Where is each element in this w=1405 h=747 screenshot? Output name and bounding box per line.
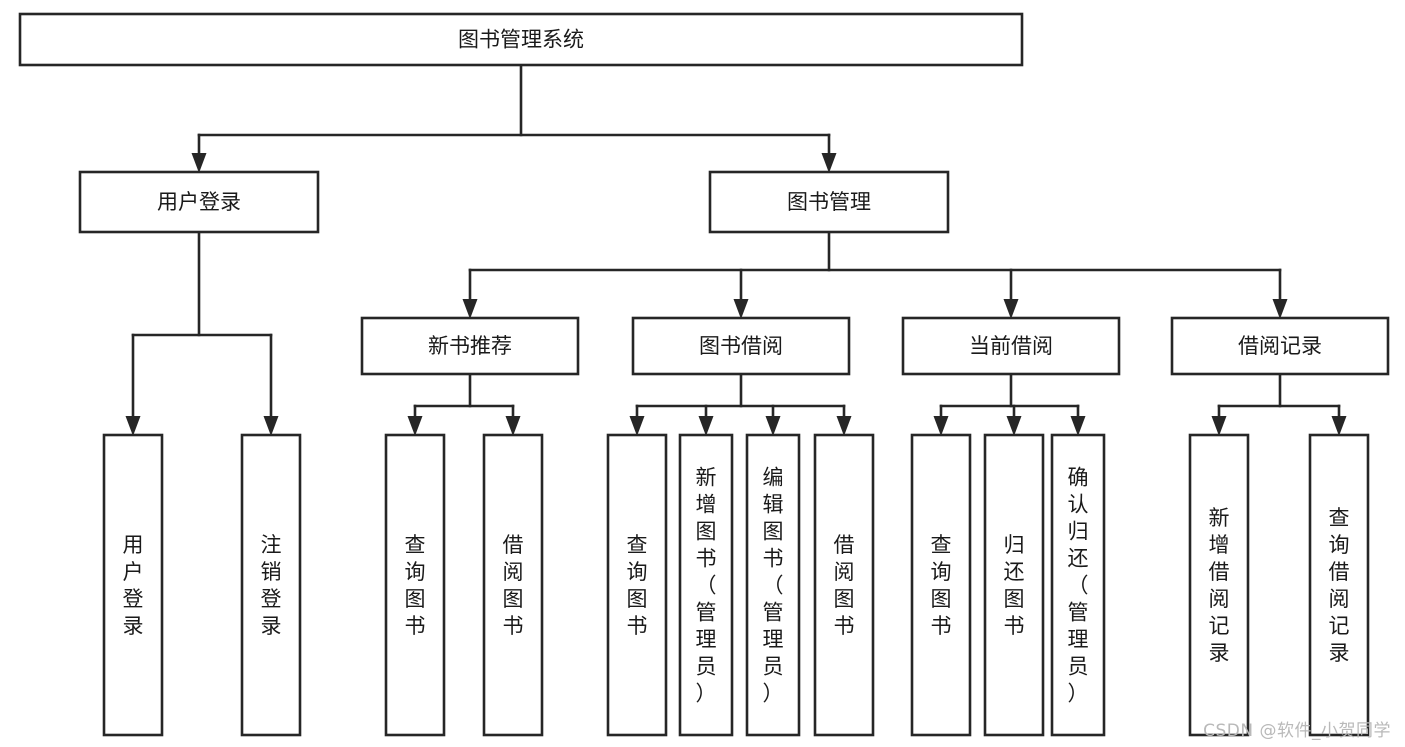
node-leaf-return-book[interactable]: 归还图书 xyxy=(983,433,1045,737)
node-box xyxy=(813,433,875,737)
node-label: 借阅图书 xyxy=(503,533,524,638)
node-box xyxy=(631,316,851,376)
node-label: 确认归还（管理员） xyxy=(1068,466,1089,706)
watermark-label: CSDN @软件_小贺同学 xyxy=(1203,721,1391,741)
node-new-book-rec[interactable]: 新书推荐 xyxy=(360,316,580,376)
node-label: 新书推荐 xyxy=(428,334,512,358)
node-leaf-user-login[interactable]: 用户登录 xyxy=(102,433,164,737)
node-layer: 图书管理系统用户登录图书管理新书推荐图书借阅当前借阅借阅记录用户登录注销登录查询… xyxy=(18,12,1390,737)
node-user-login[interactable]: 用户登录 xyxy=(78,170,320,234)
node-leaf-add-book[interactable]: 新增图书（管理员） xyxy=(678,433,734,737)
node-book-manage[interactable]: 图书管理 xyxy=(708,170,950,234)
node-label: 新增借阅记录 xyxy=(1209,506,1230,665)
node-label: 图书借阅 xyxy=(699,334,783,358)
node-box xyxy=(983,433,1045,737)
node-root[interactable]: 图书管理系统 xyxy=(18,12,1024,67)
node-leaf-query-book-c[interactable]: 查询图书 xyxy=(910,433,972,737)
node-label: 借阅记录 xyxy=(1238,334,1322,358)
node-leaf-borrow-book-a[interactable]: 借阅图书 xyxy=(482,433,544,737)
node-leaf-query-record[interactable]: 查询借阅记录 xyxy=(1308,433,1370,737)
node-box xyxy=(1188,433,1250,737)
node-box xyxy=(18,12,1024,67)
node-leaf-edit-book[interactable]: 编辑图书（管理员） xyxy=(745,433,801,737)
node-leaf-query-book-a[interactable]: 查询图书 xyxy=(384,433,446,737)
node-leaf-query-book-b[interactable]: 查询图书 xyxy=(606,433,668,737)
node-box xyxy=(240,433,302,737)
node-box xyxy=(102,433,164,737)
node-label: 用户登录 xyxy=(157,190,241,214)
node-label: 借阅图书 xyxy=(834,533,855,638)
node-borrow-record[interactable]: 借阅记录 xyxy=(1170,316,1390,376)
node-box xyxy=(1308,433,1370,737)
node-box xyxy=(910,433,972,737)
node-box xyxy=(384,433,446,737)
node-box xyxy=(745,433,801,737)
node-label: 查询借阅记录 xyxy=(1329,506,1350,665)
node-book-borrow[interactable]: 图书借阅 xyxy=(631,316,851,376)
node-label: 查询图书 xyxy=(405,533,426,638)
connector-layer xyxy=(125,63,1347,436)
node-label: 当前借阅 xyxy=(969,334,1053,358)
node-box xyxy=(678,433,734,737)
node-label: 注销登录 xyxy=(261,533,282,638)
node-label: 新增图书（管理员） xyxy=(696,466,717,706)
node-label: 图书管理 xyxy=(787,190,871,214)
node-label: 查询图书 xyxy=(627,533,648,638)
node-box xyxy=(482,433,544,737)
node-label: 查询图书 xyxy=(931,533,952,638)
node-box xyxy=(1050,433,1106,737)
node-label: 图书管理系统 xyxy=(458,28,584,52)
node-label: 归还图书 xyxy=(1004,533,1025,638)
node-box xyxy=(360,316,580,376)
node-box xyxy=(708,170,950,234)
node-current-borrow[interactable]: 当前借阅 xyxy=(901,316,1121,376)
node-label: 用户登录 xyxy=(123,533,144,638)
node-box xyxy=(78,170,320,234)
node-leaf-borrow-book-b[interactable]: 借阅图书 xyxy=(813,433,875,737)
node-box xyxy=(606,433,668,737)
node-label: 编辑图书（管理员） xyxy=(763,466,784,706)
node-leaf-confirm-return[interactable]: 确认归还（管理员） xyxy=(1050,433,1106,737)
node-box xyxy=(901,316,1121,376)
node-leaf-add-record[interactable]: 新增借阅记录 xyxy=(1188,433,1250,737)
node-box xyxy=(1170,316,1390,376)
node-leaf-logout[interactable]: 注销登录 xyxy=(240,433,302,737)
